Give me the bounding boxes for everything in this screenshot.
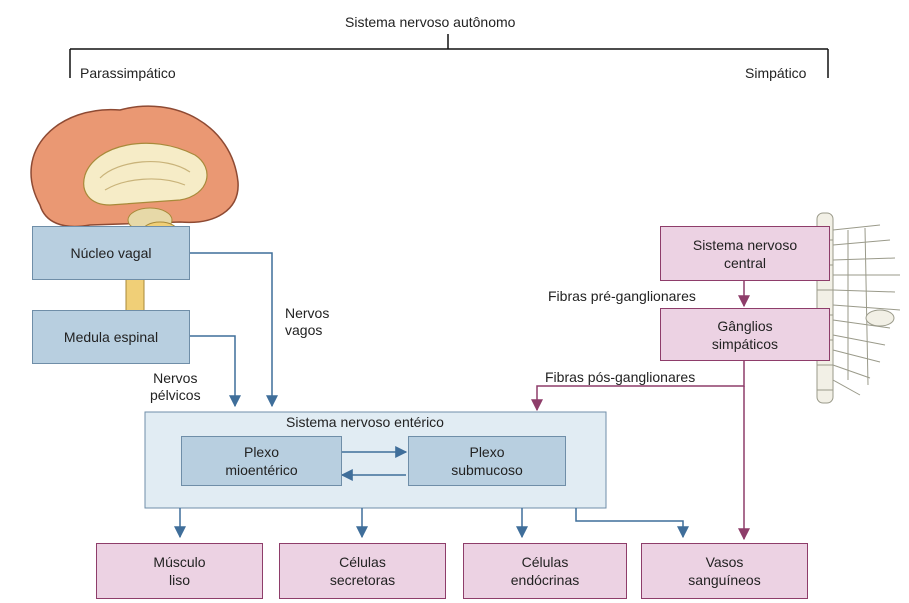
enteric-system-title: Sistema nervoso entérico [286,414,444,430]
top-bracket [69,34,829,78]
vagal-nucleus-box: Núcleo vagal [32,226,190,280]
spinal-cord-label: Medula espinal [63,329,159,345]
target-blood-vessels: Vasos sanguíneos [641,543,808,599]
plexus-connectors [340,446,408,481]
vagus-nerves-label: Nervos vagos [285,305,330,338]
brain-illustration [30,105,239,318]
submucous-plexus-box: Plexo submucoso [408,436,566,486]
spinal-cord-box: Medula espinal [32,310,190,364]
central-nervous-system-label: Sistema nervoso central [692,236,798,271]
sympathetic-label: Simpático [745,65,807,81]
diagram-title: Sistema nervoso autônomo [345,14,516,30]
sympathetic-ganglia-box: Gânglios simpáticos [660,308,830,361]
target-endocrine-cells: Células endócrinas [463,543,627,599]
parasympathetic-label: Parassimpático [80,65,176,81]
target-label: Músculo liso [153,554,206,588]
parasympathetic-connectors [190,252,278,408]
myenteric-plexus-label: Plexo mioentérico [225,444,298,478]
central-nervous-system-box: Sistema nervoso central [660,226,830,281]
vagal-nucleus-label: Núcleo vagal [70,245,152,261]
pelvic-nerves-label: Nervos pélvicos [150,370,201,403]
target-smooth-muscle: Músculo liso [96,543,263,599]
sympathetic-ganglia-label: Gânglios simpáticos [711,317,779,352]
submucous-plexus-label: Plexo submucoso [451,444,523,478]
target-label: Células endócrinas [510,554,580,588]
target-secretory-cells: Células secretoras [279,543,446,599]
sympathetic-connectors [531,281,750,541]
target-label: Vasos sanguíneos [688,554,761,588]
target-connectors [174,508,689,539]
preganglionic-fibers-label: Fibras pré-ganglionares [548,288,696,304]
target-label: Células secretoras [329,554,396,588]
postganglionic-fibers-label: Fibras pós-ganglionares [545,369,696,385]
myenteric-plexus-box: Plexo mioentérico [181,436,342,486]
